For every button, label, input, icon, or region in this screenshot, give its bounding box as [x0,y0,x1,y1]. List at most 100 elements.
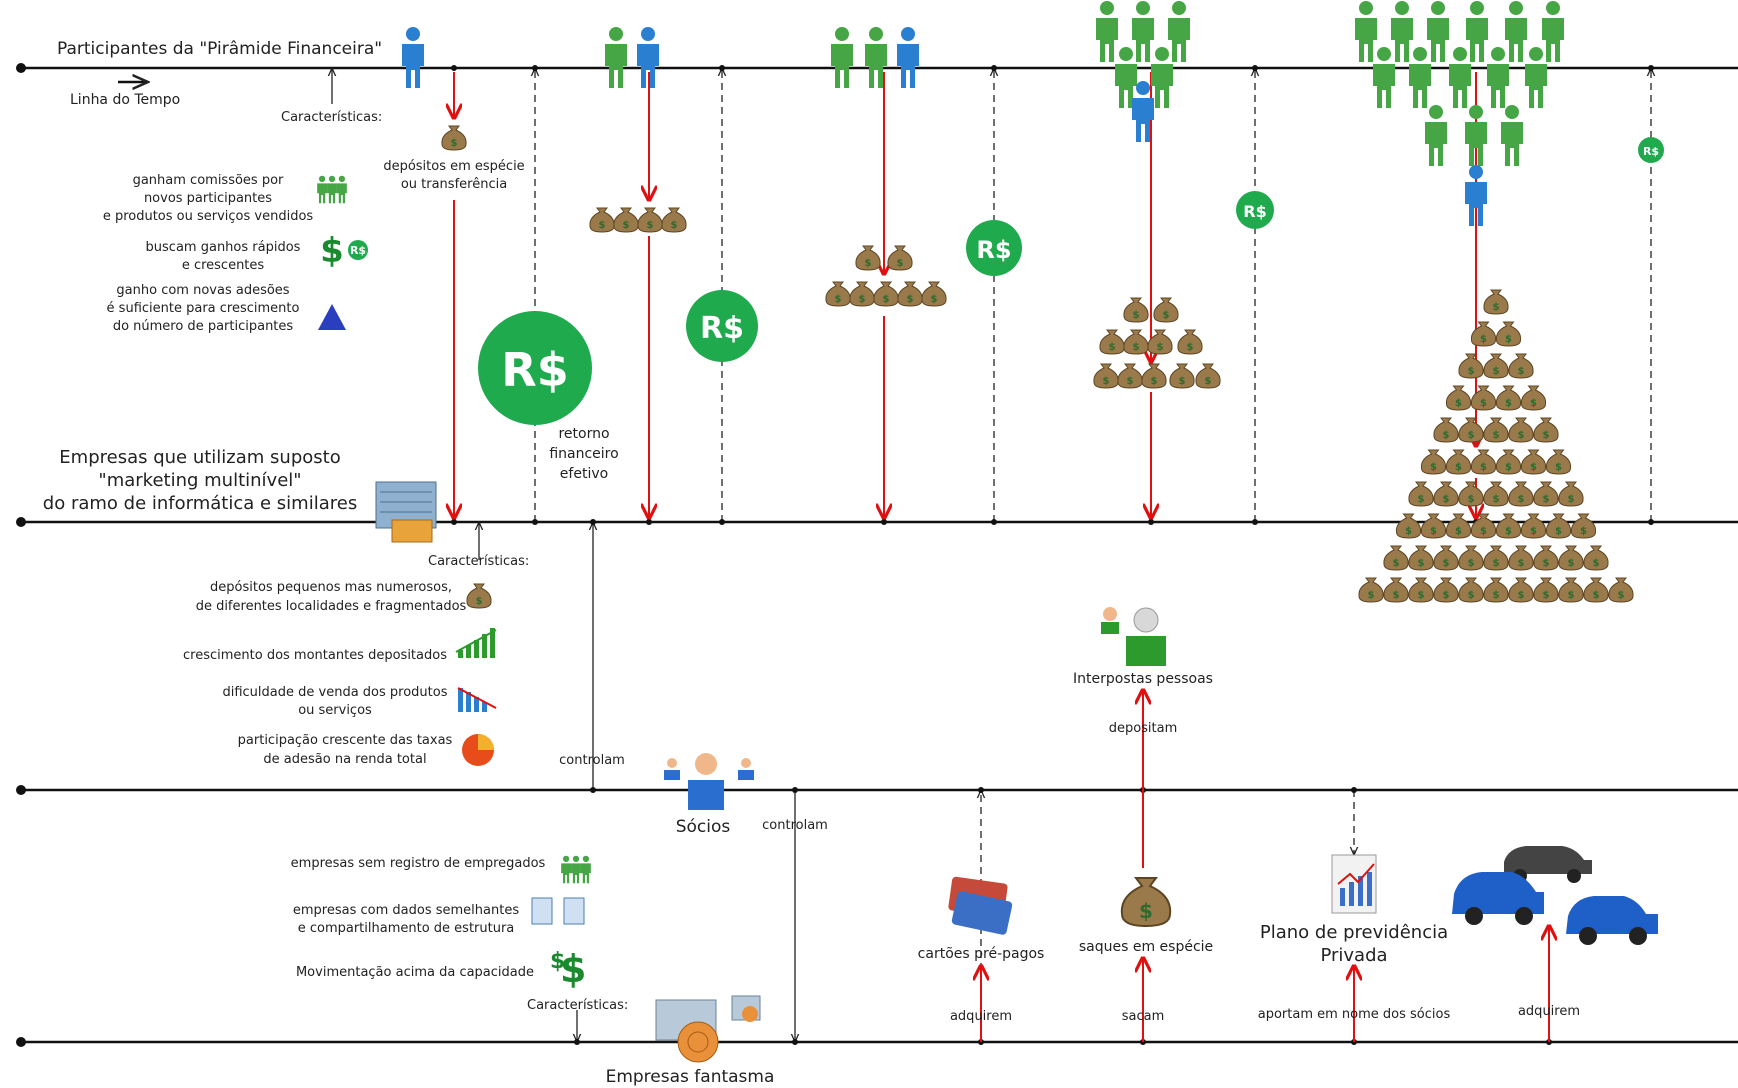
acquire-label-1: adquirem [950,1009,1012,1024]
partners-icon [664,753,754,810]
contribute-label: aportam em nome dos sócios [1258,1007,1451,1022]
prepaid-cards-label: cartões pré-pagos [918,946,1045,962]
feature-fast-gains-2: e crescentes [182,258,265,273]
money-bag [1520,385,1547,411]
feature-adhesion-1: ganho com novas adesões [116,283,289,298]
return-arrows [332,68,1651,1042]
growth-chart-icon [455,628,497,658]
money-bag [1570,513,1597,539]
currency-coin-large: R$ [478,311,592,425]
companies-lane-label-1: Empresas que utilizam suposto [59,447,340,468]
money-bag [1408,545,1434,571]
acquire-label-2: adquirem [1518,1004,1580,1019]
money-bags-2 [589,207,687,233]
shell-lane-label: Empresas fantasma [606,1067,775,1087]
feature-adhesion-3: do número de participantes [113,319,294,334]
participants-lane-label: Participantes da "Pirâmide Financeira" [57,39,382,59]
money-bags-pyramid [1358,289,1634,603]
participants-group-4 [1096,1,1190,142]
companies-lane-label-2: "marketing multinível" [98,470,301,491]
currency-coin-2: R$ [686,290,758,362]
documents-icon [531,897,585,925]
svg-text:R$: R$ [976,236,1011,264]
companies-lane-label-3: do ramo de informática e similares [43,493,357,514]
pension-document-icon [1331,854,1377,914]
money-bag [1483,417,1509,443]
money-bag [1420,513,1447,539]
feature-fast-gains-1: buscam ganhos rápidos [146,240,301,255]
money-bag [1408,577,1434,603]
pyramid-icon [318,304,346,330]
svg-text:$: $ [560,947,586,991]
feature-similar-data-1: empresas com dados semelhantes [293,903,519,918]
masked-person-icon [1101,607,1166,666]
money-bag [1495,513,1522,539]
currency-coin-3: R$ [966,220,1022,276]
money-bag [1445,449,1472,475]
money-bag [1558,481,1584,507]
feature-fee-share-1: participação crescente das taxas [238,733,453,748]
prepaid-cards-icon [948,876,1013,935]
money-bag [1383,577,1409,603]
svg-text:R$: R$ [501,343,568,397]
money-bag [1470,449,1497,475]
feature-commissions-2: novos participantes [144,191,272,206]
money-bag [1408,481,1434,507]
deposits-label-1: depósitos em espécie [383,159,524,174]
dollar-icon: $ [320,231,368,271]
svg-text:R$: R$ [700,311,744,346]
timeline-label: Linha do Tempo [70,92,180,108]
money-bag [1608,577,1634,603]
feature-commissions-3: e produtos ou serviços vendidos [103,209,314,224]
money-bag [1495,321,1522,347]
money-bag [1520,513,1547,539]
partners-lane-label: Sócios [676,817,731,837]
money-bag [1508,481,1534,507]
money-bag [1558,545,1584,571]
money-bag [1433,577,1459,603]
cash-withdrawals-label: saques em espécie [1079,939,1213,955]
money-bag [1508,545,1534,571]
money-bag [1495,449,1522,475]
controls-label-1: controlam [559,753,625,768]
withdraw-label: sacam [1122,1009,1165,1024]
feature-no-employees: empresas sem registro de empregados [291,856,546,871]
cash-bag-icon [1120,877,1172,927]
money-bag [1508,353,1534,379]
money-bag [1483,353,1509,379]
intermediaries-label: Interpostas pessoas [1073,671,1213,687]
pension-label-1: Plano de previdência [1260,922,1448,943]
dollar-signs-icon: $ $ [550,947,586,991]
svg-text:R$: R$ [1643,145,1659,158]
money-bag [1533,577,1559,603]
return-label-1: retorno [558,426,609,442]
employees-icon [561,855,591,884]
shell-company-icon [655,995,761,1063]
svg-text:$: $ [320,231,344,271]
money-bag [1483,289,1509,315]
lane-start-dots [16,63,26,1047]
money-bags-3 [825,245,947,307]
participants-features-title: Características: [281,110,382,125]
svg-text:$: $ [550,949,565,974]
return-label-2: financeiro [549,446,618,462]
feature-similar-data-2: e compartilhamento de estrutura [298,921,515,936]
money-bag-1 [441,125,467,151]
svg-text:R$: R$ [1243,202,1266,221]
money-bag [1483,577,1509,603]
deposit-action-label: depositam [1109,721,1178,736]
money-bag [1458,481,1484,507]
money-bag [1358,577,1384,603]
feature-commissions-1: ganham comissões por [133,173,284,188]
participant-blue-1 [402,27,424,88]
money-bag [1458,545,1484,571]
money-bag [1583,545,1609,571]
money-bag [1545,449,1572,475]
money-bag [1545,513,1572,539]
money-bag [1558,577,1584,603]
money-bag [1495,385,1522,411]
controls-label-2: controlam [762,818,828,833]
feature-small-deposits-1: depósitos pequenos mas numerosos, [210,580,452,595]
money-bag [1508,577,1534,603]
money-bag [1433,481,1459,507]
